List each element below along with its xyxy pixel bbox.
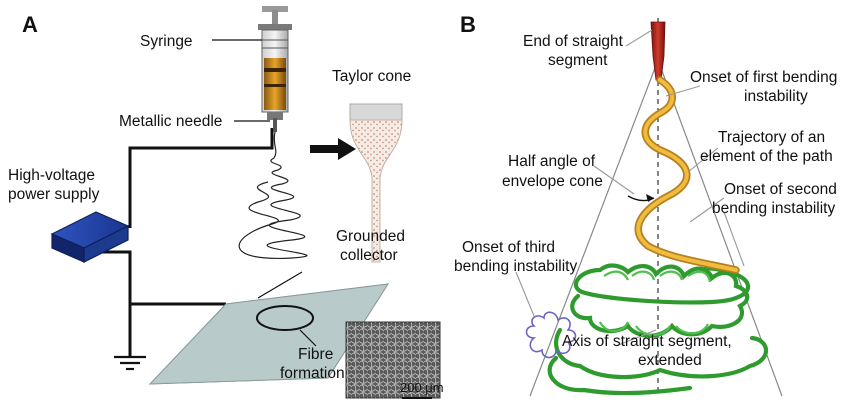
syringe (258, 6, 292, 132)
label-syringe: Syringe (140, 33, 193, 50)
label-metallic-needle: Metallic needle (119, 113, 222, 130)
label-power-supply-line2: power supply (8, 186, 100, 203)
fibre-whip-spiral (238, 131, 308, 260)
label-half-angle-line2: envelope cone (502, 173, 603, 190)
panel-b-leaders (515, 29, 745, 347)
label-trajectory-line2: element of the path (700, 148, 833, 165)
taylor-cone-illustration (349, 103, 403, 263)
first-bending-helix (634, 76, 740, 274)
sem-micrograph (345, 321, 441, 399)
label-end-straight-line2: segment (548, 52, 608, 69)
panel-a-leaders (212, 39, 317, 347)
label-collector-line2: collector (340, 247, 398, 264)
label-fibre-line2: formation (280, 365, 345, 382)
panel-a: A (8, 6, 444, 399)
label-onset-second-line2: bending instability (712, 200, 835, 217)
label-collector-line1: Grounded (336, 228, 405, 245)
power-supply-box (50, 211, 130, 263)
label-axis-line1: Axis of straight segment, (562, 333, 732, 350)
third-bending-helix (525, 311, 577, 359)
label-axis-line2: extended (638, 352, 702, 369)
panel-b-letter: B (460, 12, 476, 37)
label-fibre-line1: Fibre (298, 346, 333, 363)
label-taylor-cone: Taylor cone (332, 68, 411, 85)
fibre-deposit-ellipse (256, 305, 314, 331)
panel-a-letter: A (22, 12, 38, 37)
arrow-to-taylor-cone (310, 138, 356, 160)
label-half-angle-line1: Half angle of (508, 153, 596, 170)
label-power-supply-line1: High-voltage (8, 167, 95, 184)
label-onset-third-line1: Onset of third (462, 239, 555, 256)
label-scale-bar: 200 μm (400, 380, 444, 395)
panel-b: B (454, 12, 837, 397)
label-onset-third-line2: bending instability (454, 258, 577, 275)
label-onset-second-line1: Onset of second (724, 181, 837, 198)
ground-symbol (114, 355, 146, 371)
half-angle-marker (627, 194, 655, 202)
circuit-wires (100, 128, 274, 356)
second-bending-highlight (599, 270, 712, 337)
label-onset-first-line2: instability (744, 88, 808, 105)
label-onset-first-line1: Onset of first bending (690, 69, 837, 86)
label-end-straight-line1: End of straight (523, 33, 624, 50)
collector-plate-fill (148, 283, 389, 385)
label-trajectory-line1: Trajectory of an (718, 129, 825, 146)
second-bending-helix (547, 263, 769, 396)
